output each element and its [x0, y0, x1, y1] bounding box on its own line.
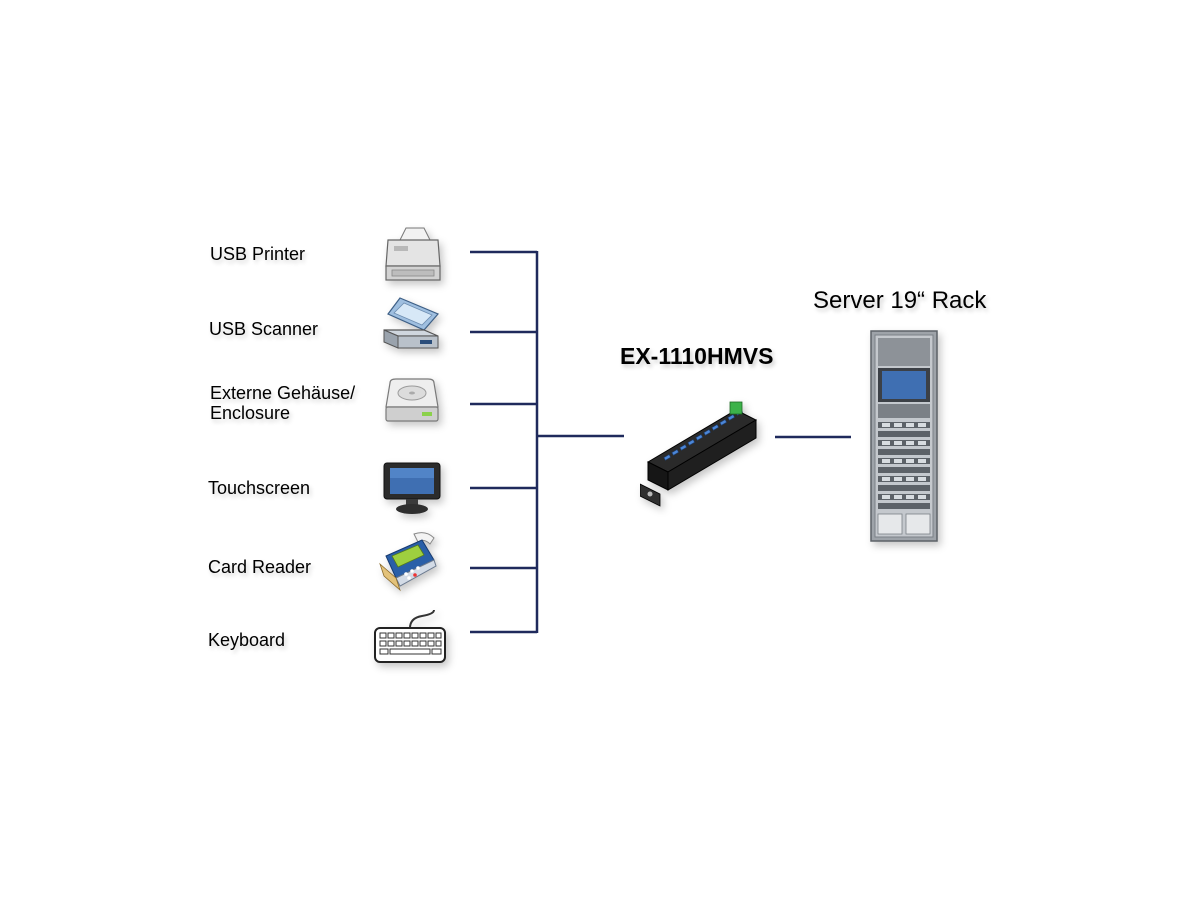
usb-hub-icon [640, 401, 758, 507]
server-rack-icon [870, 330, 938, 542]
label-enclosure-line2: Enclosure [210, 403, 291, 423]
hub-model-label: EX-1110HMVS [620, 343, 774, 369]
label-card-reader: Card Reader [208, 557, 312, 577]
touchscreen-icon [383, 462, 441, 514]
hard-drive-icon [385, 378, 439, 422]
label-touchscreen: Touchscreen [208, 478, 311, 498]
scanner-icon [383, 297, 439, 349]
printer-icon [385, 227, 441, 281]
label-keyboard: Keyboard [208, 630, 286, 650]
keyboard-icon [374, 610, 446, 663]
label-usb-scanner: USB Scanner [209, 319, 319, 339]
card-reader-icon [379, 532, 437, 592]
label-usb-printer: USB Printer [210, 244, 306, 264]
server-rack-label: Server 19“ Rack [813, 287, 987, 314]
label-enclosure-line1: Externe Gehäuse/ [210, 383, 356, 403]
